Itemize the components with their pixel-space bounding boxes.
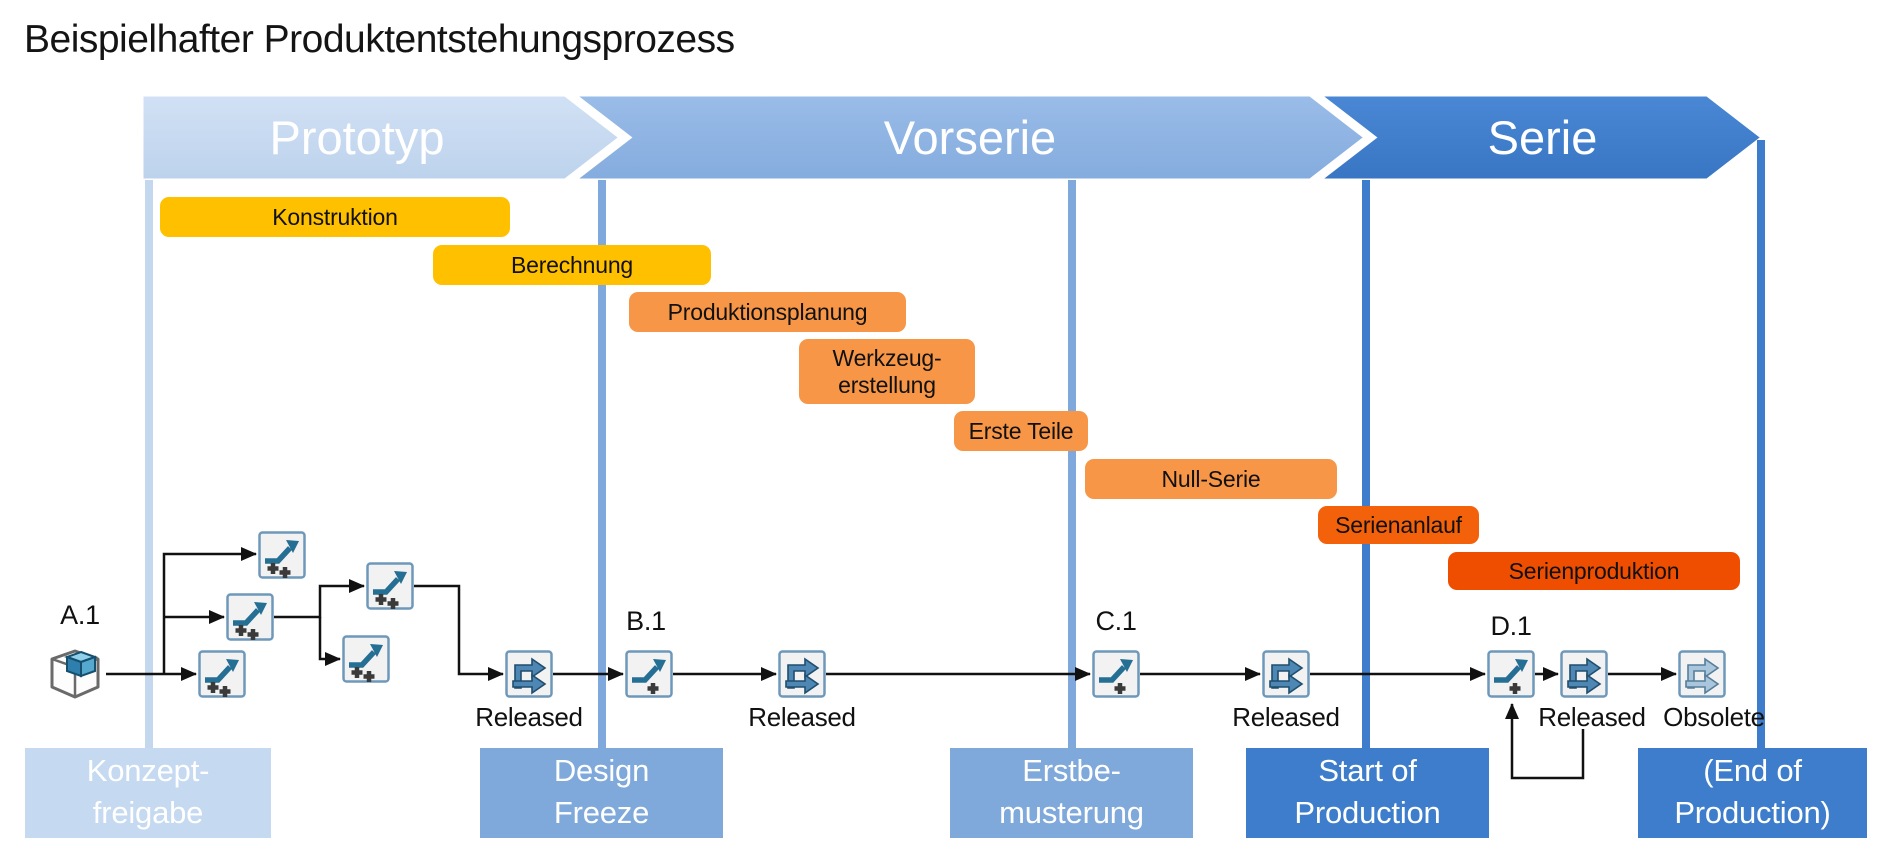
revision-label-b1: B.1	[626, 606, 666, 636]
phase-serie: Serie	[1487, 111, 1598, 164]
phase-line-design-freeze	[598, 180, 606, 752]
release-status-icon	[1560, 650, 1608, 698]
release-status-icon	[778, 650, 826, 698]
release-status-icon	[1262, 650, 1310, 698]
revise-plus-plus-icon	[258, 531, 306, 579]
milestone-konzeptfreigabe: Konzept- freigabe	[25, 748, 271, 838]
release-status-icon	[505, 650, 553, 698]
activity-bar-serienanlauf: Serienanlauf	[1318, 506, 1479, 544]
activity-bar-erste-teile: Erste Teile	[954, 411, 1088, 451]
phase-line-konzeptfreigabe	[145, 180, 153, 752]
status-label-released: Released	[748, 702, 856, 732]
phase-line-end-of-production	[1757, 140, 1765, 748]
page-title: Beispielhafter Produktentstehungsprozess	[24, 18, 735, 61]
status-label-released: Released	[1232, 702, 1340, 732]
phase-line-erstbemusterung	[1068, 180, 1076, 748]
milestone-end-of-production: (End of Production)	[1638, 748, 1867, 838]
status-label-obsolete: Obsolete	[1663, 702, 1765, 732]
phase-vorserie: Vorserie	[883, 111, 1057, 164]
activity-bar-null-serie: Null-Serie	[1085, 459, 1337, 499]
phase-line-start-of-production	[1362, 180, 1370, 748]
obsolete-status-icon	[1678, 650, 1726, 698]
revision-label-c1: C.1	[1095, 606, 1137, 636]
status-label-released: Released	[475, 702, 583, 732]
activity-bar-berechnung: Berechnung	[433, 245, 711, 285]
phase-prototyp: Prototyp	[269, 111, 445, 164]
activity-bar-konstruktion: Konstruktion	[160, 197, 510, 237]
revision-label-d1: D.1	[1490, 611, 1532, 641]
revise-plus-icon	[1092, 650, 1140, 698]
milestone-start-of-production: Start of Production	[1246, 748, 1489, 838]
status-label-released: Released	[1538, 702, 1646, 732]
revise-plus-plus-icon	[342, 635, 390, 683]
revise-plus-plus-icon	[366, 562, 414, 610]
activity-bar-produktionsplanung: Produktionsplanung	[629, 292, 906, 332]
activity-bar-werkzeugerstellung: Werkzeug- erstellung	[799, 339, 975, 404]
item-icon	[44, 646, 106, 704]
revise-plus-plus-icon	[198, 650, 246, 698]
revision-label-a1: A.1	[60, 600, 100, 630]
revise-plus-plus-icon	[226, 593, 274, 641]
revise-plus-icon	[1487, 650, 1535, 698]
milestone-design-freeze: Design Freeze	[480, 748, 723, 838]
revise-plus-icon	[625, 650, 673, 698]
activity-bar-serienproduktion: Serienproduktion	[1448, 552, 1740, 590]
milestone-erstbemusterung: Erstbe- musterung	[950, 748, 1193, 838]
